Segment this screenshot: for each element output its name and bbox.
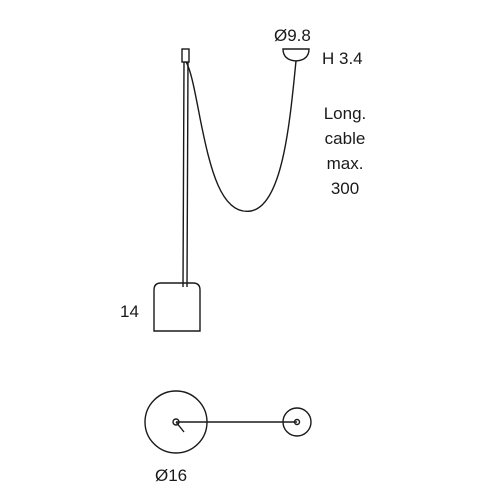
canopy-plan-circle [282,407,312,437]
elevation-view [153,48,310,332]
shade-diameter-label: Ø16 [155,466,188,485]
cable-note-line: 300 [330,179,360,198]
plan-view [144,390,312,454]
suspension-cable [182,61,189,288]
cable-note-line: Long. [323,104,367,123]
shade-tick [175,421,185,433]
canopy-center-dot [293,418,301,426]
shade-height-label: 14 [120,302,139,321]
cable-clip [181,48,190,63]
cable-length-note: Long. cable max. 300 [306,101,384,201]
cable-note-line: max. [326,154,364,173]
cable-loop [185,60,297,212]
ceiling-canopy [282,48,310,62]
canopy-diameter-label: Ø9.8 [274,26,311,45]
lamp-shade [153,282,201,332]
canopy-height-label: H 3.4 [322,49,363,68]
cable-note-line: cable [324,129,366,148]
